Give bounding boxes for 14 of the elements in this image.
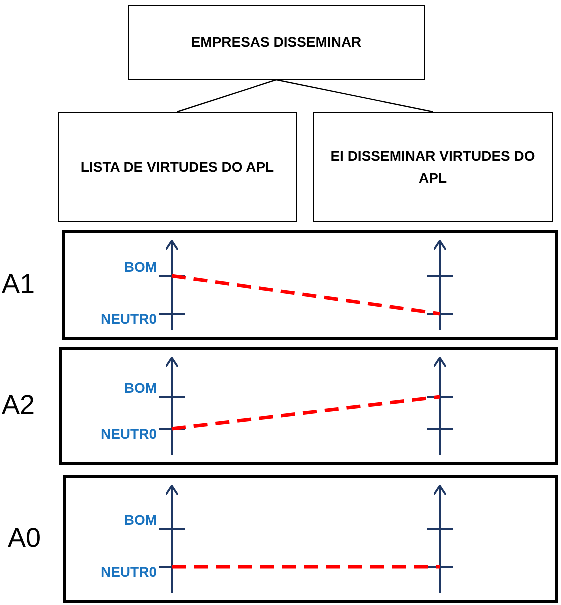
panel-label: A0 xyxy=(8,523,42,554)
connector-line xyxy=(276,79,434,113)
panel-label: A2 xyxy=(2,390,36,421)
level-label: BOM xyxy=(124,259,157,275)
level-label: NEUTR0 xyxy=(100,426,157,442)
text-box: LISTA DE VIRTUDES DO APL xyxy=(58,112,297,222)
text-box: EMPRESAS DISSEMINAR xyxy=(128,5,425,80)
connector-line xyxy=(177,79,277,113)
level-label: NEUTR0 xyxy=(100,564,157,580)
level-label: BOM xyxy=(124,512,157,528)
level-label: NEUTR0 xyxy=(100,311,157,327)
panel-label: A1 xyxy=(2,269,36,300)
text-box: EI DISSEMINAR VIRTUDES DO APL xyxy=(313,112,553,222)
level-label: BOM xyxy=(124,380,157,396)
